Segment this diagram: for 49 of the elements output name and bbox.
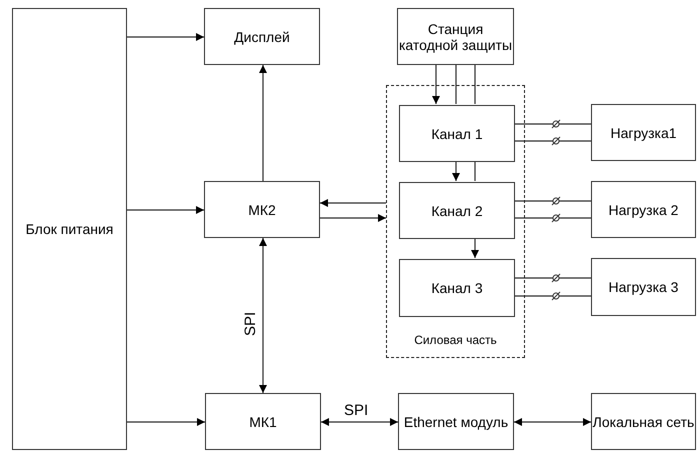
arrow bbox=[432, 65, 440, 104]
connector-line bbox=[474, 161, 476, 181]
block-box bbox=[591, 181, 696, 238]
dashed-group-box bbox=[386, 85, 525, 358]
block-label: Локальная сеть bbox=[592, 414, 694, 430]
connector-line bbox=[514, 295, 591, 297]
block-label: Канал 2 bbox=[431, 202, 483, 218]
connector-line bbox=[474, 65, 476, 104]
connector-line bbox=[514, 217, 591, 219]
arrow bbox=[127, 33, 204, 41]
block-box bbox=[399, 259, 515, 317]
block-label: МК1 bbox=[249, 414, 277, 430]
arrow bbox=[452, 161, 460, 181]
block-box bbox=[12, 8, 127, 450]
block-label: Нагрузка1 bbox=[610, 124, 677, 140]
block-label: Нагрузка 2 bbox=[608, 202, 678, 218]
connector-line bbox=[455, 65, 457, 104]
block-box bbox=[397, 8, 514, 65]
arrow bbox=[320, 214, 386, 222]
block-box bbox=[591, 393, 696, 450]
connector-line bbox=[514, 123, 591, 125]
block-label: Канал 3 bbox=[431, 280, 483, 296]
block-label: Блок питания bbox=[26, 221, 114, 237]
arrow bbox=[321, 418, 398, 426]
block-box bbox=[205, 393, 321, 450]
arrow bbox=[320, 199, 386, 207]
block-label: Ethernet модуль bbox=[404, 414, 508, 430]
arrow bbox=[514, 418, 591, 426]
block-box bbox=[398, 393, 514, 450]
arrow bbox=[127, 418, 205, 426]
block-box bbox=[591, 258, 696, 316]
arrow bbox=[259, 65, 267, 181]
group-label: Силовая часть bbox=[414, 332, 497, 348]
arrow bbox=[259, 238, 267, 393]
connector-line bbox=[514, 140, 591, 142]
connector-line bbox=[514, 277, 591, 279]
arrow bbox=[471, 238, 479, 258]
arrow bbox=[127, 206, 204, 214]
block-label: Канал 1 bbox=[431, 126, 483, 142]
block-label: МК2 bbox=[248, 202, 276, 218]
block-box bbox=[591, 104, 696, 161]
block-box bbox=[204, 8, 320, 65]
block-label: Станция катодной защиты bbox=[398, 20, 513, 52]
block-label: Дисплей bbox=[234, 28, 290, 44]
block-box bbox=[204, 181, 320, 238]
connector-line bbox=[514, 200, 591, 202]
block-box bbox=[399, 105, 515, 162]
block-label: Нагрузка 3 bbox=[608, 279, 678, 295]
block-box bbox=[399, 182, 515, 239]
